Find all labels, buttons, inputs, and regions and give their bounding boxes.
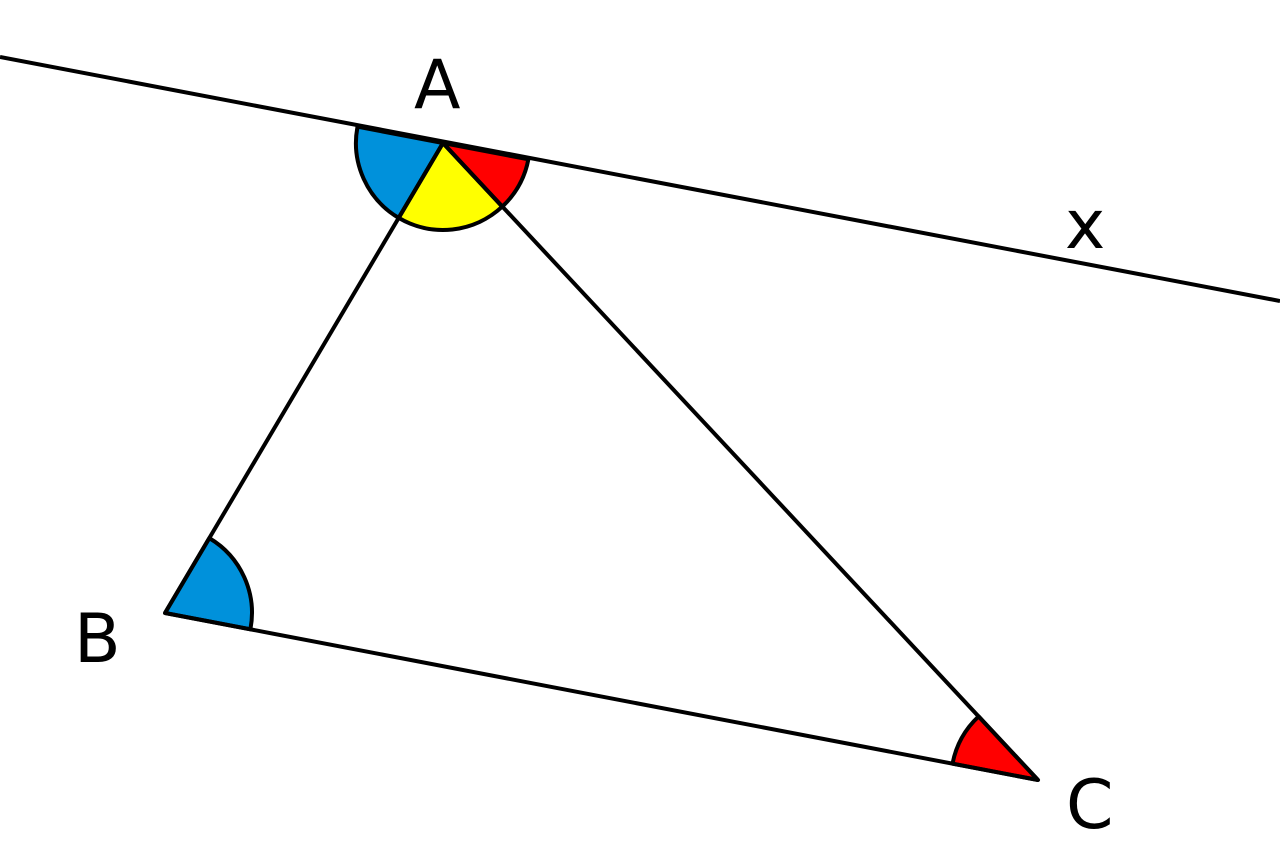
- side-AC: [441, 141, 1040, 782]
- label-C: C: [1066, 766, 1113, 845]
- side-AB: [163, 141, 445, 615]
- label-A: A: [414, 46, 461, 125]
- label-x: x: [1065, 186, 1105, 265]
- angle-A-left-blue: [353, 124, 445, 220]
- angle-B-blue: [163, 536, 254, 632]
- side-BC: [164, 611, 1039, 782]
- label-B: B: [74, 600, 121, 679]
- line-x: [0, 55, 1280, 303]
- angle-A-middle-yellow: [396, 141, 505, 232]
